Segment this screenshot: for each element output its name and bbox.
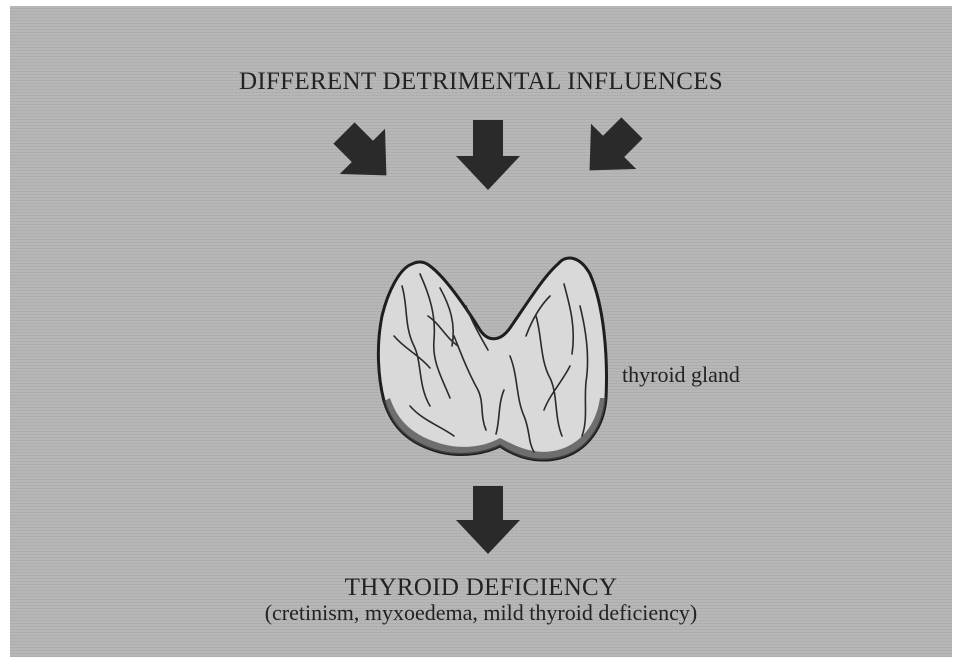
figure-panel: DIFFERENT DETRIMENTAL INFLUENCES (10, 6, 952, 657)
bottom-heading: THYROID DEFICIENCY (10, 574, 952, 602)
arrow-left-diagonal-icon (321, 110, 409, 198)
bottom-subheading: (cretinism, myxoedema, mild thyroid defi… (10, 600, 952, 626)
thyroid-gland-illustration (378, 258, 606, 460)
diagram-graphics (10, 6, 952, 657)
arrow-right-diagonal-icon (567, 105, 655, 193)
arrow-down-center-icon (456, 120, 520, 190)
thyroid-gland-label: thyroid gland (622, 362, 740, 388)
arrow-down-bottom-icon (456, 486, 520, 554)
